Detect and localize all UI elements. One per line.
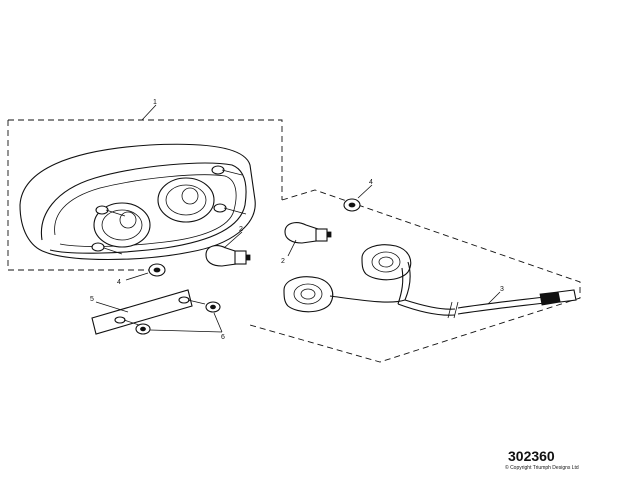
- copyright-notice: © Copyright Triumph Designs Ltd: [505, 464, 579, 471]
- nut-lower: [148, 263, 166, 277]
- callout-6: 6: [221, 334, 225, 341]
- callout-5: 5: [90, 296, 94, 303]
- leader-2-right: [287, 239, 297, 257]
- callout-4-upper: 4: [369, 179, 373, 186]
- callout-3: 3: [500, 286, 504, 293]
- wiring-harness: [329, 261, 577, 319]
- bulb-right: [284, 222, 332, 244]
- washer-a: [135, 323, 151, 335]
- bulb-holder-upper: [361, 244, 412, 281]
- nut-upper: [343, 198, 361, 212]
- assembly-boundary-2: [249, 189, 581, 363]
- washer-b: [205, 301, 221, 313]
- callout-4-lower: 4: [117, 279, 121, 286]
- leader-6: [149, 312, 223, 333]
- assembly-boundary-1: [7, 119, 283, 271]
- leader-1: [141, 104, 157, 121]
- bulb-left: [205, 245, 251, 267]
- leader-5: [95, 301, 129, 313]
- leader-4-upper: [357, 184, 373, 199]
- leader-2-left: [223, 231, 243, 249]
- leader-3: [487, 291, 501, 305]
- callout-2-right: 2: [281, 258, 285, 265]
- drawing-number: 302360: [508, 448, 555, 464]
- callout-1: 1: [153, 99, 157, 106]
- lamp-housing: [19, 143, 256, 261]
- bulb-holder-lower: [283, 276, 334, 313]
- callout-2-left: 2: [239, 226, 243, 233]
- leader-4-lower: [125, 272, 149, 281]
- mounting-plate: [91, 289, 206, 335]
